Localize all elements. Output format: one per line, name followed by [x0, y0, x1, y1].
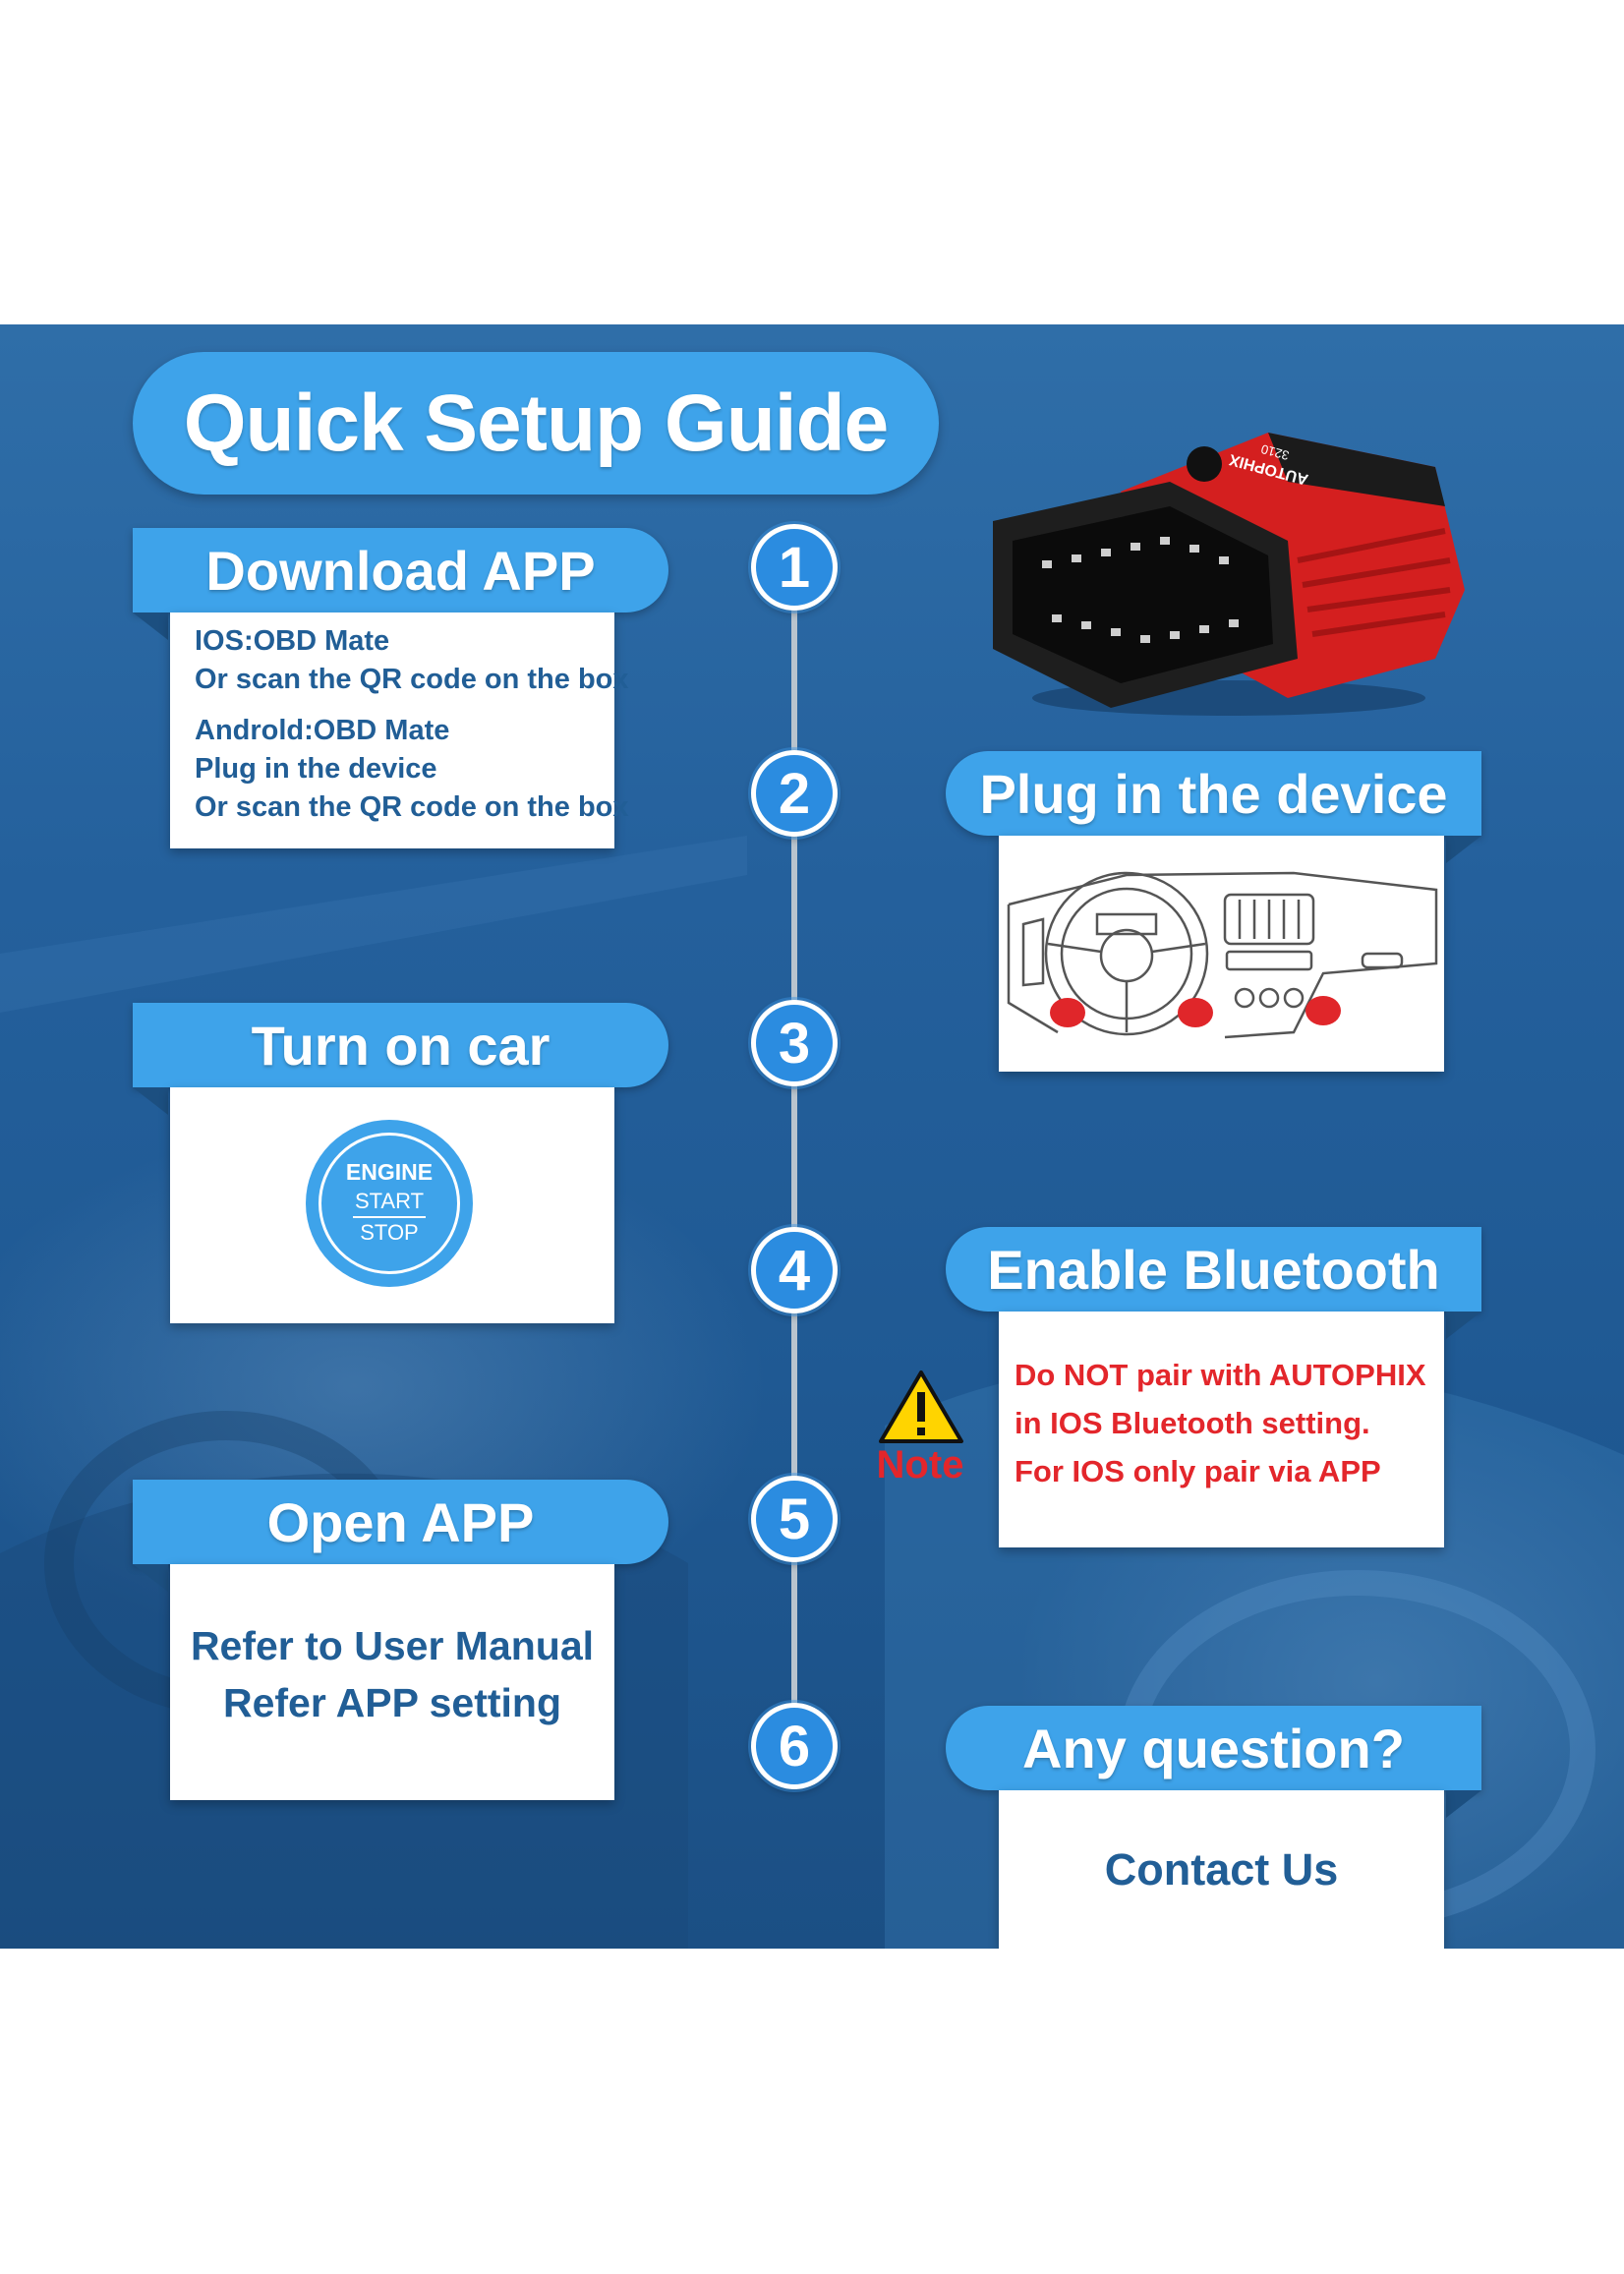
step-4-badge: 4 — [751, 1227, 838, 1313]
bluetooth-warning-line-1: Do NOT pair with AUTOPHIX — [1015, 1358, 1426, 1392]
enable-bluetooth-header-fold — [1446, 1312, 1481, 1339]
step-2-badge: 2 — [751, 750, 838, 837]
stop-label: STOP — [360, 1220, 419, 1245]
note-label: Note — [876, 1443, 964, 1487]
turn-on-car-card: ENGINE START STOP — [170, 1087, 614, 1323]
any-question-header: Any question? — [946, 1706, 1481, 1790]
contact-us-link[interactable]: Contact Us — [1104, 1844, 1339, 1895]
bluetooth-warning-line-2: in IOS Bluetooth setting. — [1015, 1406, 1370, 1440]
warning-icon — [879, 1370, 963, 1443]
enable-bluetooth-header: Enable Bluetooth — [946, 1227, 1481, 1312]
plug-in-header: Plug in the device — [946, 751, 1481, 836]
engine-label: ENGINE — [345, 1159, 434, 1185]
turn-on-car-header-fold — [133, 1087, 168, 1115]
download-app-header-fold — [133, 612, 168, 640]
obd-device-image: AUTOPHIX 3210 — [993, 433, 1465, 716]
app-setting-reference: Refer APP setting — [222, 1680, 562, 1725]
turn-on-car-header: Turn on car — [133, 1003, 668, 1087]
ios-qr-instruction: Or scan the QR code on the box — [195, 664, 629, 695]
engine-start-stop-icon: ENGINE START STOP — [306, 1120, 473, 1287]
download-app-card: IOS:OBD Mate Or scan the QR code on the … — [170, 612, 629, 848]
bluetooth-warning-card: Do NOT pair with AUTOPHIX in IOS Bluetoo… — [999, 1312, 1444, 1547]
ios-app-name: IOS:OBD Mate — [195, 625, 390, 657]
download-app-header: Download APP — [133, 528, 668, 612]
bluetooth-warning-line-3: For IOS only pair via APP — [1015, 1454, 1381, 1488]
start-label: START — [354, 1189, 425, 1213]
android-plug-instruction: Plug in the device — [195, 753, 437, 785]
open-app-card: Refer to User Manual Refer APP setting — [170, 1564, 614, 1800]
step-3-badge: 3 — [751, 1000, 838, 1086]
device-model-text: 3210 — [1259, 441, 1291, 463]
guide-title: Quick Setup Guide — [183, 378, 890, 468]
device-brand-text: AUTOPHIX — [1227, 450, 1309, 488]
step-1-badge: 1 — [751, 524, 838, 611]
open-app-header: Open APP — [133, 1480, 668, 1564]
step-5-badge: 5 — [751, 1476, 838, 1562]
guide-title-banner: Quick Setup Guide — [133, 352, 939, 495]
user-manual-reference: Refer to User Manual — [190, 1623, 595, 1668]
step-6-badge: 6 — [751, 1703, 838, 1789]
guide-panel: Quick Setup Guide 1 2 3 4 5 6 Download A… — [0, 324, 1624, 1949]
any-question-header-fold — [1446, 1790, 1481, 1818]
timeline-line — [791, 560, 797, 1789]
android-qr-instruction: Or scan the QR code on the box — [195, 791, 629, 823]
open-app-header-fold — [133, 1564, 168, 1592]
android-app-name: Androld:OBD Mate — [195, 715, 450, 746]
plug-in-header-fold — [1446, 836, 1481, 863]
dashboard-illustration — [1007, 871, 1438, 1039]
contact-card: Contact Us — [999, 1790, 1444, 1949]
dashboard-illustration-card — [999, 836, 1444, 1072]
